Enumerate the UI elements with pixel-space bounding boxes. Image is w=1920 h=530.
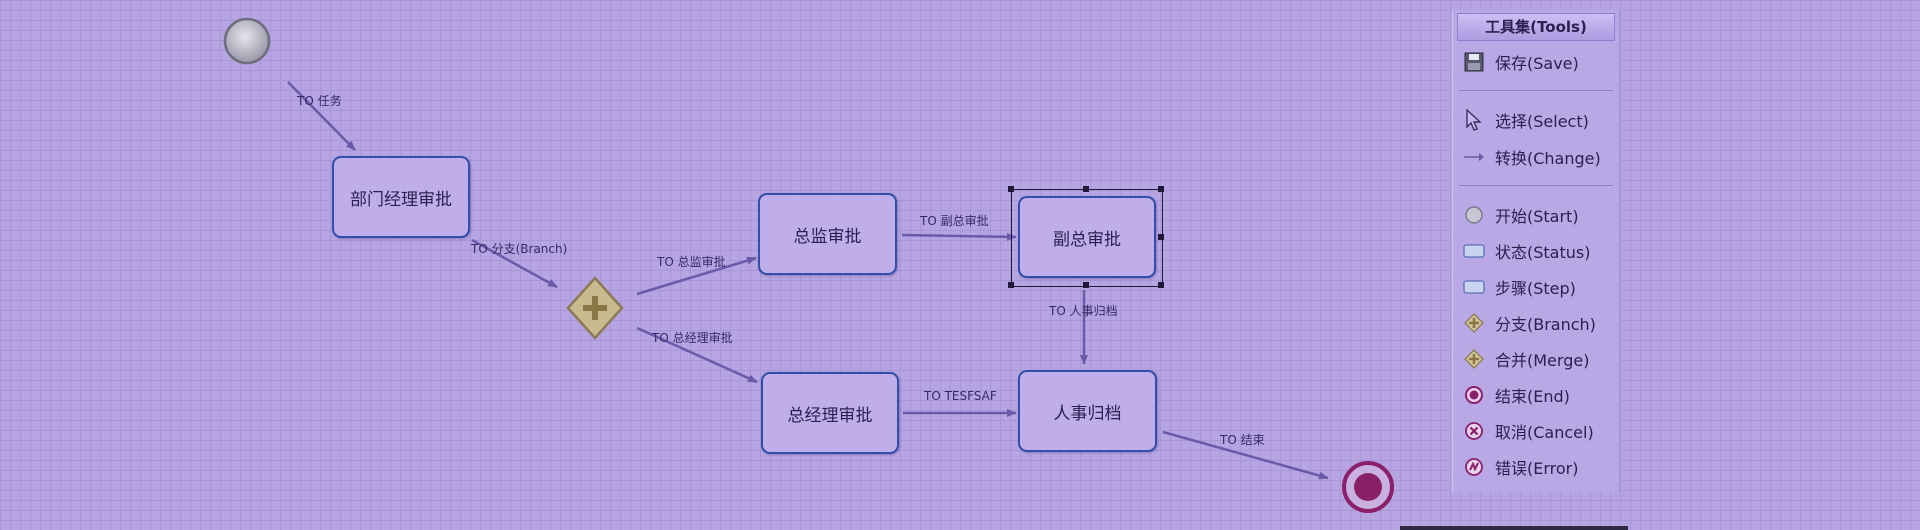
floppy-disk-icon [1463,51,1485,73]
transition-label: TO TESFSAF [924,389,997,403]
resize-handle-nw[interactable] [1008,186,1014,192]
resize-handle-s[interactable] [1083,282,1089,288]
edge-branch-to-gm[interactable] [636,326,758,384]
transition-label: TO 副总审批 [920,214,989,228]
cancel-tool[interactable]: 取消(Cancel) [1463,418,1594,444]
divider [1459,90,1613,91]
edge-branch-to-director[interactable] [636,256,757,296]
edge-hr-to-end[interactable] [1162,430,1329,480]
resize-handle-ne[interactable] [1158,186,1164,192]
cancel-circle-icon [1463,420,1485,442]
bottom-edge-strip [1400,526,1628,530]
error-tool[interactable]: 错误(Error) [1463,454,1579,480]
resize-handle-n[interactable] [1083,186,1089,192]
resize-handle-se[interactable] [1158,282,1164,288]
transition-label: TO 人事归档 [1049,304,1118,318]
branch-diamond-icon [1463,312,1485,334]
status-label: 状态(Status) [1495,243,1591,262]
merge-tool[interactable]: 合并(Merge) [1463,346,1589,372]
error-circle-icon [1463,456,1485,478]
cursor-arrow-icon [1463,109,1485,131]
task-director-approval[interactable]: 总监审批 [758,193,897,275]
task-deputy-gm-approval[interactable]: 副总审批 [1018,196,1156,278]
toolbox-panel: 工具集(Tools) 保存(Save) 选择(Select) 转换(Change… [1452,10,1620,492]
step-rect-icon [1463,276,1485,298]
step-label: 步骤(Step) [1495,279,1576,298]
cancel-label: 取消(Cancel) [1495,423,1594,442]
task-gm-approval[interactable]: 总经理审批 [761,372,899,454]
branch-tool[interactable]: 分支(Branch) [1463,310,1596,336]
end-circle-icon [1463,384,1485,406]
select-tool[interactable]: 选择(Select) [1463,107,1589,133]
start-label: 开始(Start) [1495,207,1579,226]
resize-handle-sw[interactable] [1008,282,1014,288]
change-tool[interactable]: 转换(Change) [1463,144,1601,170]
end-event[interactable] [1342,461,1394,513]
transition-label: TO 结束 [1220,433,1265,447]
divider [1459,185,1613,186]
transition-label: TO 总经理审批 [652,331,733,345]
transition-label: TO 任务 [297,94,342,108]
edge-director-to-deputy[interactable] [901,232,1017,241]
transition-arrow-icon [1463,146,1485,168]
resize-handle-e[interactable] [1158,234,1164,240]
change-label: 转换(Change) [1495,149,1601,168]
status-tool[interactable]: 状态(Status) [1463,238,1590,264]
branch-gateway[interactable] [566,276,624,340]
transition-label: TO 分支(Branch) [471,242,568,256]
start-circle-icon [1463,204,1485,226]
select-label: 选择(Select) [1495,112,1589,131]
save-button[interactable]: 保存(Save) [1463,49,1579,75]
merge-diamond-icon [1463,348,1485,370]
merge-label: 合并(Merge) [1495,351,1590,370]
status-rect-icon [1463,240,1485,262]
end-tool[interactable]: 结束(End) [1463,382,1570,408]
transition-label: TO 总监审批 [657,255,726,269]
task-dept-manager-approval[interactable]: 部门经理审批 [332,156,470,238]
error-label: 错误(Error) [1495,459,1579,478]
selection-box [1011,189,1163,287]
start-event[interactable] [223,17,271,65]
step-tool[interactable]: 步骤(Step) [1463,274,1576,300]
toolbox-title: 工具集(Tools) [1457,13,1615,41]
edge-start-to-dept[interactable] [287,81,356,151]
edge-dept-to-branch[interactable] [471,238,558,289]
task-hr-archive[interactable]: 人事归档 [1018,370,1157,452]
save-label: 保存(Save) [1495,54,1579,73]
end-label: 结束(End) [1495,387,1570,406]
start-tool[interactable]: 开始(Start) [1463,202,1579,228]
branch-label: 分支(Branch) [1495,315,1596,334]
